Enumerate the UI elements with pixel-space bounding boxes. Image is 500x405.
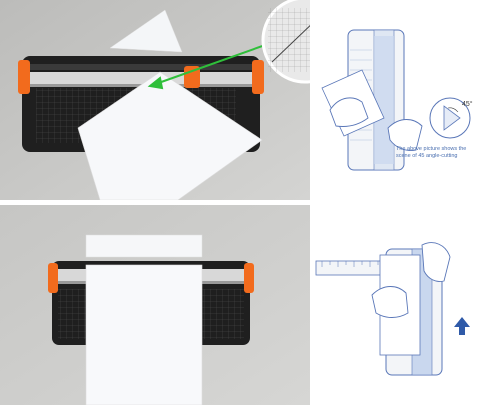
push-up-arrow-icon — [454, 317, 470, 335]
caption-line-2: scene of 45 angle-cutting — [396, 153, 458, 159]
angle-label: 45° — [462, 101, 473, 108]
caption-line-1: The above picture shows the — [396, 146, 467, 152]
paper-sheet — [77, 71, 263, 200]
photo-straight-cutting — [0, 205, 310, 405]
diagram-straight-cutting — [310, 205, 500, 405]
cutting-guide-arrow-icon — [147, 43, 269, 90]
left-end-cap — [18, 60, 30, 94]
right-end-cap — [252, 60, 264, 94]
panel-divider — [0, 200, 500, 205]
paper-strip — [85, 234, 203, 258]
zoom-detail-circle — [261, 0, 310, 84]
angle-cutting-caption: The above picture shows the scene of 45 … — [396, 146, 488, 160]
photo-angle-cutting — [0, 0, 310, 200]
paper-sheet-bottom — [85, 264, 203, 405]
right-hand-drawing — [387, 119, 423, 151]
paper-offcut — [109, 9, 183, 53]
angle-marker-icon — [429, 97, 471, 139]
diagram-angle-cutting — [310, 0, 500, 200]
left-hand-drawing — [329, 97, 369, 127]
